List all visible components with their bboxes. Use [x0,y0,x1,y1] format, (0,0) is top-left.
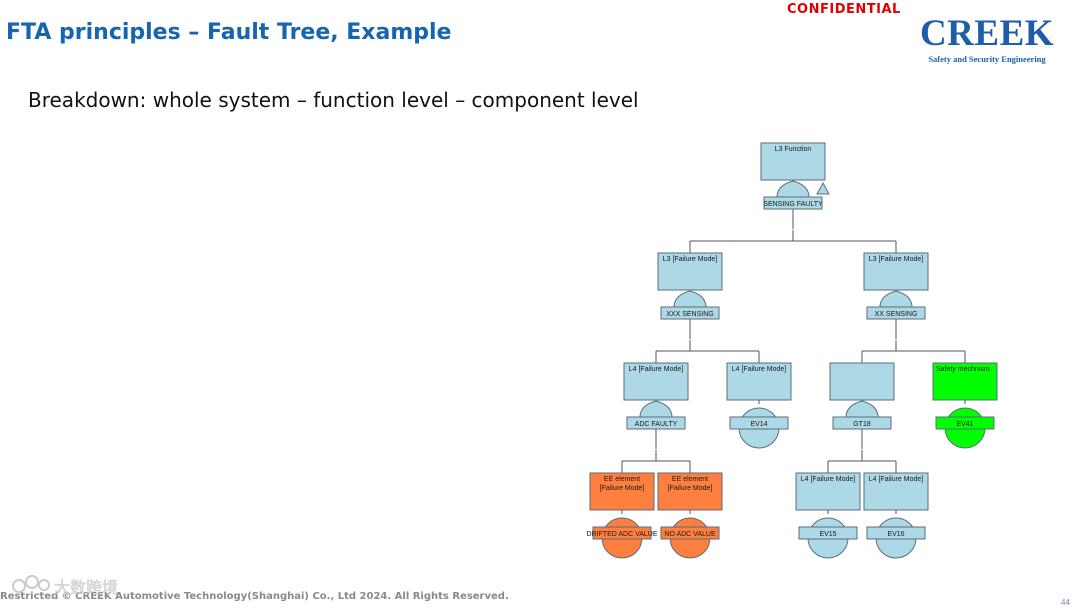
fault-tree-node-4[interactable]: L4 [Failure Mode] ADC FAULTY [623,362,689,449]
gate-name-bar [832,416,892,430]
fault-tree-node-10[interactable]: L4 [Failure Mode] EV15 [795,472,861,559]
gate-name-bar [626,416,686,430]
event-description-box [863,252,929,291]
fault-tree-node-5[interactable]: L4 [Failure Mode] EV14 [726,362,792,449]
slide-subtitle: Breakdown: whole system – function level… [28,88,639,112]
fault-tree-node-11[interactable]: L4 [Failure Mode] EV16 [863,472,929,559]
fault-tree-node-3[interactable]: L3 [Failure Mode] XX SENSING [863,252,929,339]
event-description-text: L3 Function [775,146,812,153]
event-description-box [829,362,895,401]
gate-name-text: NO ADC VALUE [664,531,716,538]
slide-title: FTA principles – Fault Tree, Example [6,20,452,45]
gate-name-text: EV15 [819,531,836,538]
event-description-text: Safety mechnism [936,366,990,373]
svg-text:大数跨境: 大数跨境 [54,578,118,597]
fault-tree-node-9[interactable]: EE element [Failure Mode] NO ADC VALUE [657,472,723,559]
fault-tree-node-2[interactable]: L3 [Failure Mode] XXX SENSING [657,252,723,339]
gate-name-bar [660,306,720,320]
page-number: 44 [1061,598,1070,607]
event-description-text: EE element [604,476,640,483]
gate-name-text: GT18 [853,421,871,428]
gate-name-bar [866,526,926,540]
gate-name-text: EV16 [887,531,904,538]
gate-name-bar [729,416,789,430]
event-description-text: L4 [Failure Mode] [732,366,787,373]
event-description-box [657,472,723,511]
logo-wordmark: CREEK [919,13,1055,54]
gate-name-bar [866,306,926,320]
event-description-text: L3 [Failure Mode] [663,256,718,263]
event-description-text: [Failure Mode] [668,485,713,492]
event-description-box [623,362,689,401]
gate-name-bar [763,196,823,210]
event-description-box [726,362,792,401]
event-description-text: [Failure Mode] [600,485,645,492]
gate-name-bar [660,526,720,540]
gate-name-text: XXX SENSING [666,311,713,318]
gate-name-text: ADC FAULTY [635,421,678,428]
event-description-text: L3 [Failure Mode] [869,256,924,263]
gate-name-bar [592,526,652,540]
event-description-box [795,472,861,511]
footer-copyright: Restricted © CREEK Automotive Technology… [0,591,509,602]
event-description-text: L4 [Failure Mode] [629,366,684,373]
event-description-box [589,472,655,511]
creek-logo: CREEK Safety and Security Engineering [912,14,1062,66]
gate-name-text: DRIFTED ADC VALUE [586,531,657,538]
fault-tree-node-8[interactable]: EE element [Failure Mode] DRIFTED ADC VALU… [586,472,658,559]
event-description-box [863,472,929,511]
gate-name-bar [935,416,995,430]
gate-name-bar [798,526,858,540]
transfer-triangle-icon [816,181,830,195]
event-description-text: L4 [Failure Mode] [801,476,856,483]
fault-tree-node-6[interactable]: GT18 [829,362,895,449]
event-description-text: EE element [672,476,708,483]
gate-name-text: EV14 [750,421,767,428]
event-description-box [657,252,723,291]
event-description-box [760,142,826,181]
gate-name-text: SENSING FAULTY [763,201,823,208]
gate-name-text: XX SENSING [875,311,918,318]
confidential-label: CONFIDENTIAL [787,2,901,17]
gate-name-text: EV41 [956,421,973,428]
logo-tagline: Safety and Security Engineering [928,54,1046,64]
watermark-logo: 大数跨境 [8,572,148,600]
event-description-text: L4 [Failure Mode] [869,476,924,483]
